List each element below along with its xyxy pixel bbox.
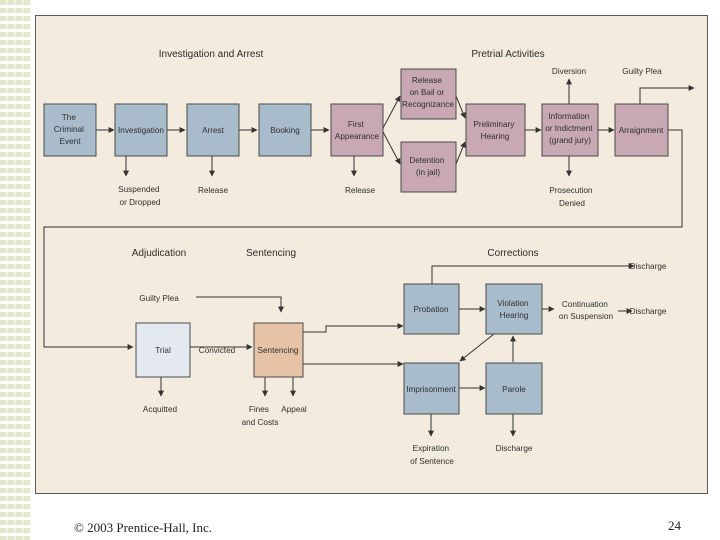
box-trial-label: Trial: [155, 346, 171, 355]
box-release-bail: Release on Bail or Recognizance: [400, 68, 457, 120]
box-arraignment-shape: [614, 103, 669, 157]
box-arraignment-label: Arraignment: [619, 126, 664, 135]
label-discharge-top: Discharge: [630, 262, 667, 271]
box-release-bail-label: Release on Bail or Recognizance: [402, 76, 454, 109]
box-first-appearance-shape: [330, 103, 384, 157]
label-diversion: Diversion: [552, 67, 587, 76]
box-booking-shape: [258, 103, 312, 157]
criminal-justice-flow-diagram: Investigation and Arrest Pretrial Activi…: [35, 15, 708, 494]
connectors: [43, 78, 695, 437]
label-discharge-mid: Discharge: [630, 307, 667, 316]
box-criminal-event-label: The Criminal Event: [54, 113, 86, 146]
box-first-appearance-label: First Appearance: [335, 120, 380, 141]
header-investigation-arrest: Investigation and Arrest: [159, 49, 264, 60]
label-release-first-appearance: Release: [345, 186, 375, 195]
box-preliminary-hearing: Preliminary Hearing: [465, 103, 526, 157]
box-arrest-label: Arrest: [202, 126, 225, 135]
box-arrest-shape: [186, 103, 240, 157]
label-guilty-plea-top: Guilty Plea: [622, 67, 662, 76]
box-investigation-shape: [114, 103, 168, 157]
box-probation: Probation: [403, 283, 460, 335]
diagram-canvas: Investigation and Arrest Pretrial Activi…: [43, 49, 695, 466]
box-arraignment: Arraignment: [614, 103, 669, 157]
header-adjudication: Adjudication: [132, 248, 186, 259]
label-suspended-dropped: Suspended or Dropped: [118, 185, 162, 207]
label-prosecution-denied: Prosecution Denied: [549, 186, 595, 208]
box-criminal-event: The Criminal Event: [43, 103, 97, 157]
label-convicted: Convicted: [199, 346, 236, 355]
label-fines-costs: Fines and Costs: [242, 405, 279, 427]
box-booking-label: Booking: [270, 126, 300, 135]
box-criminal-event-shape: [43, 103, 97, 157]
box-imprisonment-label: Imprisonment: [406, 385, 456, 394]
box-detention-shape: [400, 141, 457, 193]
box-release-bail-shape: [400, 68, 457, 120]
box-sentencing-label: Sentencing: [258, 346, 299, 355]
box-booking: Booking: [258, 103, 312, 157]
label-continuation: Continuation on Suspension: [559, 300, 614, 321]
box-imprisonment-shape: [403, 362, 460, 415]
box-parole-label: Parole: [502, 385, 526, 394]
decorative-side-stripes: [0, 0, 30, 540]
box-trial-shape: [135, 322, 191, 378]
label-release-arrest: Release: [198, 186, 228, 195]
header-corrections: Corrections: [487, 248, 538, 259]
label-appeal: Appeal: [281, 405, 307, 414]
box-information-indictment: Information or Indictment (grand jury): [541, 103, 599, 157]
label-expiration: Expiration of Sentence: [410, 444, 454, 466]
box-detention: Detention (in jail): [400, 141, 457, 193]
box-information-indictment-label: Information or Indictment (grand jury): [545, 112, 595, 145]
header-sentencing: Sentencing: [246, 248, 296, 259]
box-violation-hearing-label: Violation Hearing: [497, 299, 531, 320]
box-first-appearance: First Appearance: [330, 103, 384, 157]
box-imprisonment: Imprisonment: [403, 362, 460, 415]
box-investigation-label: Investigation: [118, 126, 164, 135]
box-probation-shape: [403, 283, 460, 335]
box-arrest: Arrest: [186, 103, 240, 157]
box-sentencing-shape: [253, 322, 304, 378]
box-violation-hearing: Violation Hearing: [485, 283, 543, 335]
page-number: 24: [668, 518, 681, 533]
box-information-indictment-shape: [541, 103, 599, 157]
copyright-footer: © 2003 Prentice-Hall, Inc.: [74, 520, 213, 535]
box-preliminary-hearing-label: Preliminary Hearing: [473, 120, 516, 141]
box-parole: Parole: [485, 362, 543, 415]
label-guilty-plea-left: Guilty Plea: [139, 294, 179, 303]
label-discharge-bottom: Discharge: [496, 444, 533, 453]
header-pretrial: Pretrial Activities: [471, 49, 544, 60]
box-detention-label: Detention (in jail): [409, 156, 446, 177]
box-investigation: Investigation: [114, 103, 168, 157]
box-parole-shape: [485, 362, 543, 415]
box-preliminary-hearing-shape: [465, 103, 526, 157]
box-violation-hearing-shape: [485, 283, 543, 335]
label-acquitted: Acquitted: [143, 405, 178, 414]
box-trial: Trial: [135, 322, 191, 378]
box-probation-label: Probation: [413, 305, 448, 314]
box-sentencing: Sentencing: [253, 322, 304, 378]
